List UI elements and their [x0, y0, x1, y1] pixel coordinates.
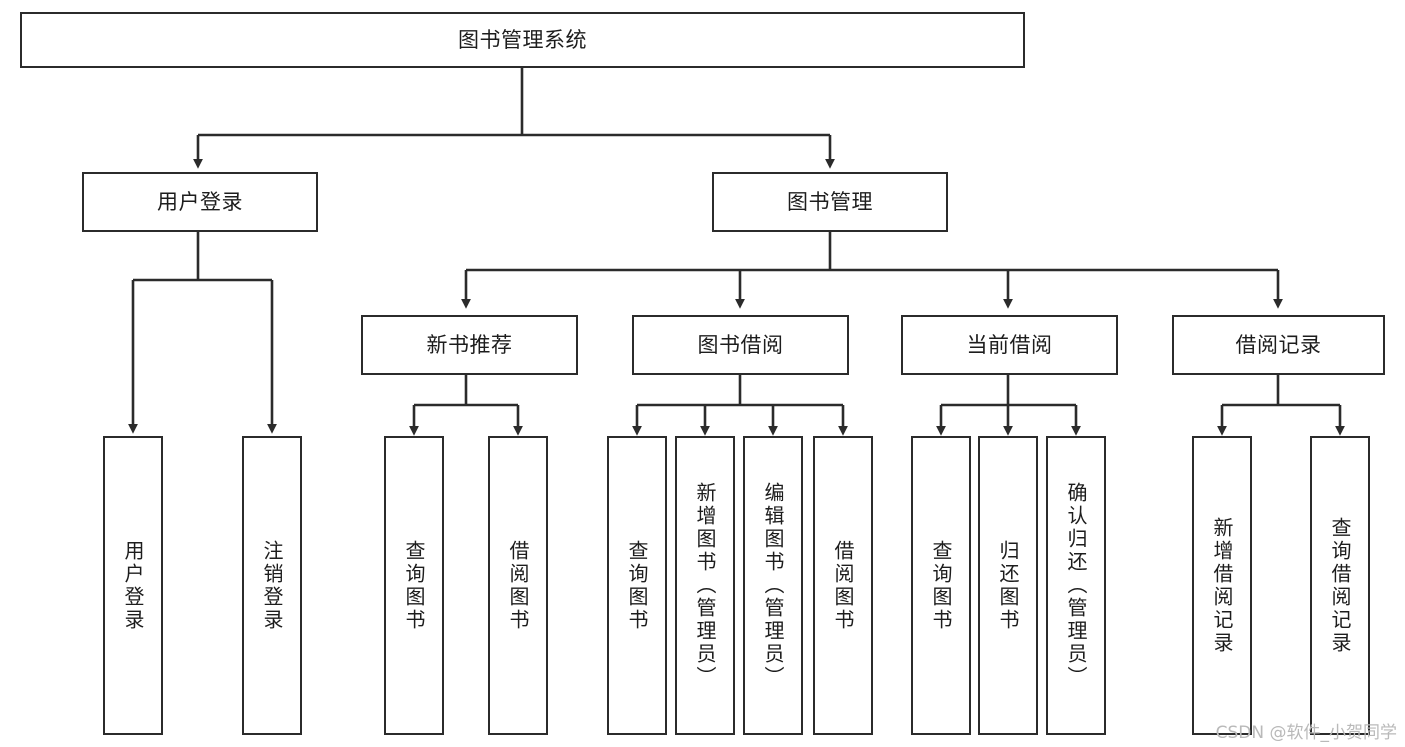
leaf-edit-book[interactable]: 编辑图书（管理员）: [743, 436, 803, 735]
leaf-return-book[interactable]: 归还图书: [978, 436, 1038, 735]
leaf-confirm-return[interactable]: 确认归还（管理员）: [1046, 436, 1106, 735]
node-book-manage-label: 图书管理: [787, 189, 873, 214]
leaf-user-login-label: 用户登录: [121, 539, 145, 632]
node-book-manage[interactable]: 图书管理: [712, 172, 948, 232]
leaf-query-book-2[interactable]: 查询图书: [607, 436, 667, 735]
node-user-login-label: 用户登录: [157, 189, 243, 214]
leaf-query-book-2-label: 查询图书: [625, 539, 649, 632]
leaf-add-book[interactable]: 新增图书（管理员）: [675, 436, 735, 735]
leaf-add-record-label: 新增借阅记录: [1210, 516, 1234, 655]
leaf-borrow-book-1-label: 借阅图书: [506, 539, 530, 632]
leaf-query-record[interactable]: 查询借阅记录: [1310, 436, 1370, 735]
node-new-book-recommend[interactable]: 新书推荐: [361, 315, 578, 375]
leaf-add-record[interactable]: 新增借阅记录: [1192, 436, 1252, 735]
node-new-book-recommend-label: 新书推荐: [426, 332, 513, 357]
leaf-query-book-1-label: 查询图书: [402, 539, 426, 632]
node-book-borrow[interactable]: 图书借阅: [632, 315, 849, 375]
node-borrow-record[interactable]: 借阅记录: [1172, 315, 1385, 375]
node-current-borrow-label: 当前借阅: [966, 332, 1053, 357]
node-book-borrow-label: 图书借阅: [697, 332, 784, 357]
leaf-query-record-label: 查询借阅记录: [1328, 516, 1352, 655]
leaf-borrow-book-1[interactable]: 借阅图书: [488, 436, 548, 735]
leaf-query-book-1[interactable]: 查询图书: [384, 436, 444, 735]
leaf-add-book-label: 新增图书（管理员）: [693, 482, 717, 689]
leaf-user-login[interactable]: 用户登录: [103, 436, 163, 735]
leaf-query-book-3-label: 查询图书: [929, 539, 953, 632]
leaf-query-book-3[interactable]: 查询图书: [911, 436, 971, 735]
csdn-watermark: CSDN @软件_小贺同学: [1215, 723, 1397, 743]
leaf-borrow-book-2-label: 借阅图书: [831, 539, 855, 632]
leaf-logout-login[interactable]: 注销登录: [242, 436, 302, 735]
leaf-logout-login-label: 注销登录: [260, 539, 284, 632]
leaf-borrow-book-2[interactable]: 借阅图书: [813, 436, 873, 735]
leaf-confirm-return-label: 确认归还（管理员）: [1064, 482, 1088, 689]
node-current-borrow[interactable]: 当前借阅: [901, 315, 1118, 375]
node-user-login[interactable]: 用户登录: [82, 172, 318, 232]
node-root-label: 图书管理系统: [458, 27, 587, 52]
leaf-return-book-label: 归还图书: [996, 539, 1020, 632]
node-borrow-record-label: 借阅记录: [1235, 332, 1322, 357]
leaf-edit-book-label: 编辑图书（管理员）: [761, 482, 785, 689]
node-root[interactable]: 图书管理系统: [20, 12, 1025, 68]
